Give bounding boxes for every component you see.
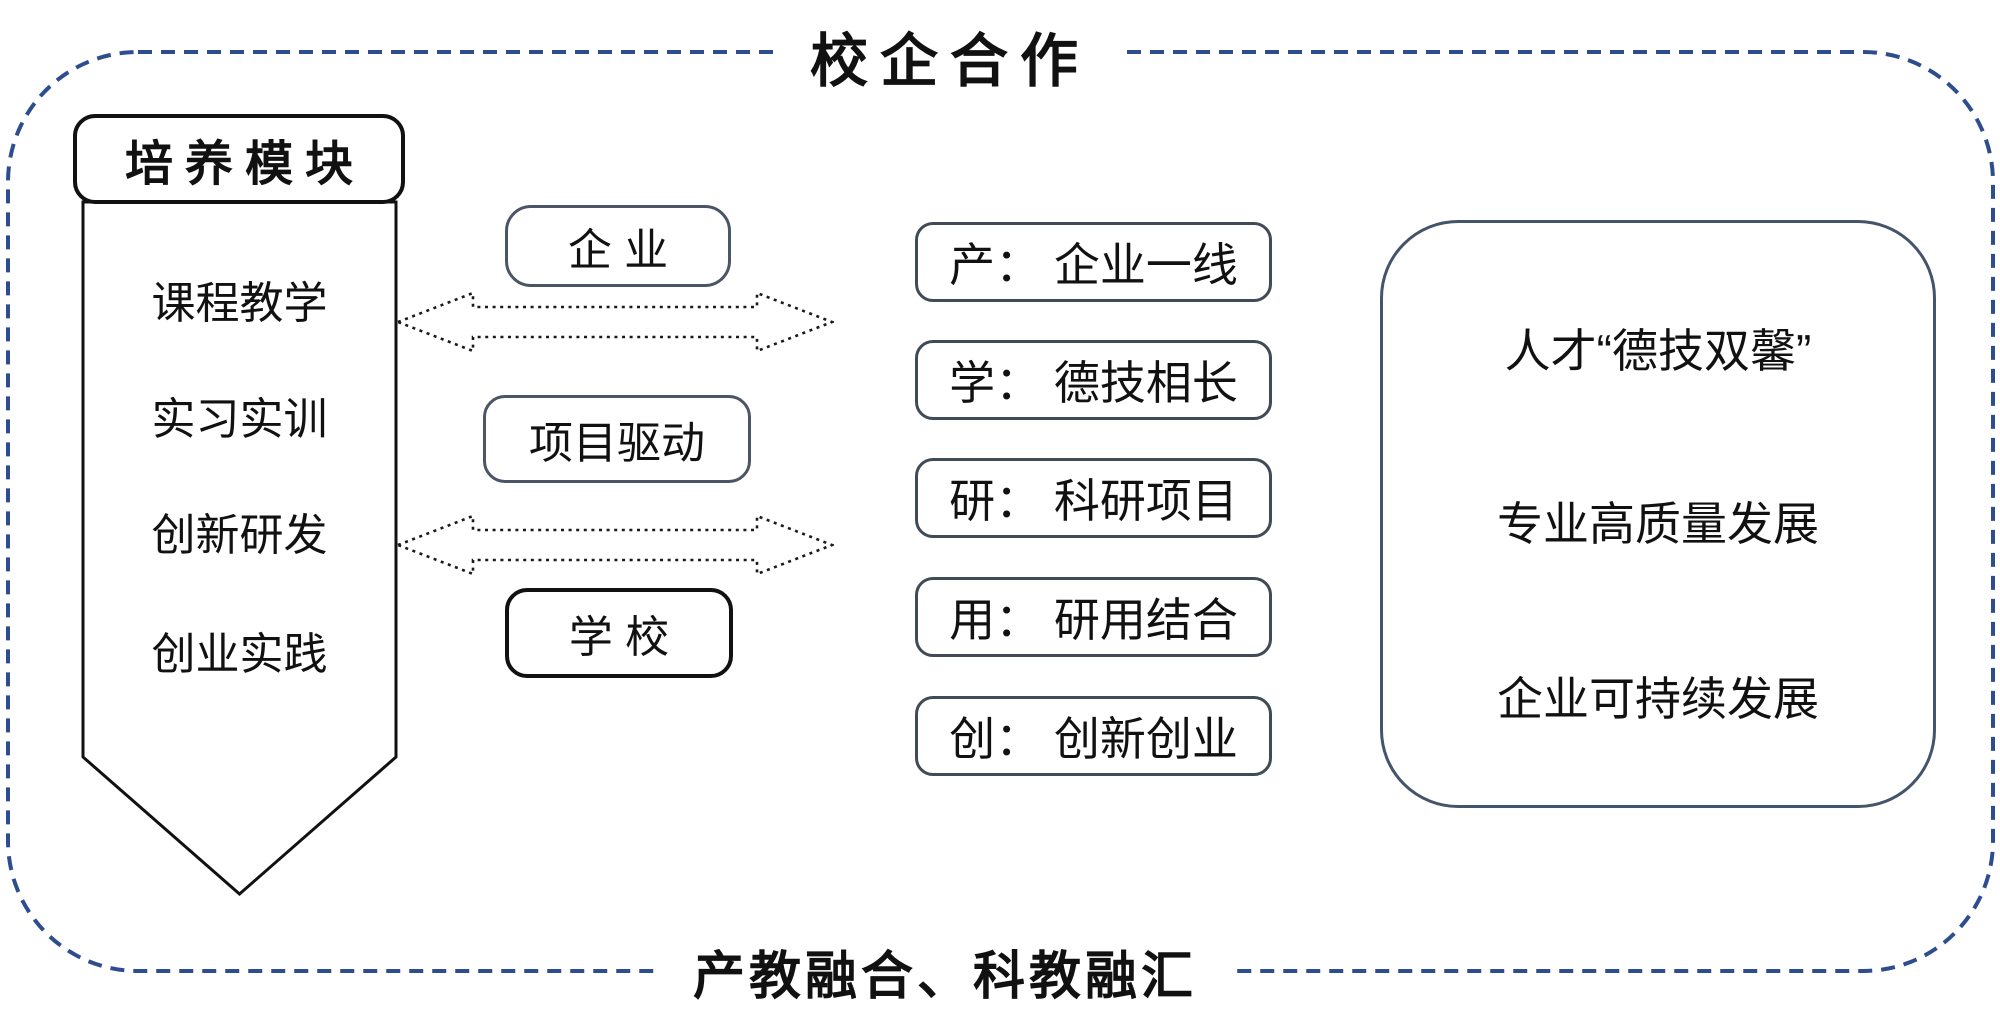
- school-label: 学 校: [568, 613, 670, 662]
- pxy-item-label: 学： 德技相长: [949, 357, 1238, 409]
- pxy-item-box-yong: 用： 研用结合: [915, 577, 1272, 657]
- school-box: 学 校: [505, 588, 733, 678]
- outcomes-box: 人才“德技双馨” 专业高质量发展 企业可持续发展: [1380, 220, 1936, 808]
- pxy-item-box-xue: 学： 德技相长: [915, 340, 1272, 420]
- pxy-item-label: 创： 创新创业: [949, 713, 1238, 765]
- dotted-double-arrow-icon: [396, 292, 834, 352]
- outcome-line: 人才“德技双馨”: [1504, 325, 1812, 377]
- pennant-banner-shape: [81, 200, 398, 896]
- bottom-title: 产教融合、科教融汇: [658, 934, 1232, 1009]
- enterprise-label: 企 业: [567, 226, 669, 275]
- pxy-item-label: 研： 科研项目: [949, 475, 1238, 527]
- enterprise-box: 企 业: [505, 205, 731, 287]
- outcome-line: 专业高质量发展: [1497, 498, 1819, 550]
- project-driven-label: 项目驱动: [529, 419, 705, 468]
- training-module-header-label: 培养模块: [124, 138, 365, 191]
- pxy-item-box-chan: 产： 企业一线: [915, 222, 1272, 302]
- outcome-line: 企业可持续发展: [1497, 673, 1819, 725]
- pxy-item-box-chuang: 创： 创新创业: [915, 696, 1272, 776]
- dotted-double-arrow-icon: [396, 515, 834, 575]
- project-driven-box: 项目驱动: [483, 395, 751, 483]
- top-title: 校企合作: [775, 14, 1125, 98]
- pxy-item-label: 产： 企业一线: [949, 239, 1238, 291]
- pxy-item-label: 用： 研用结合: [949, 594, 1238, 646]
- pxy-item-box-yan: 研： 科研项目: [915, 458, 1272, 538]
- training-module-header: 培养模块: [73, 114, 405, 204]
